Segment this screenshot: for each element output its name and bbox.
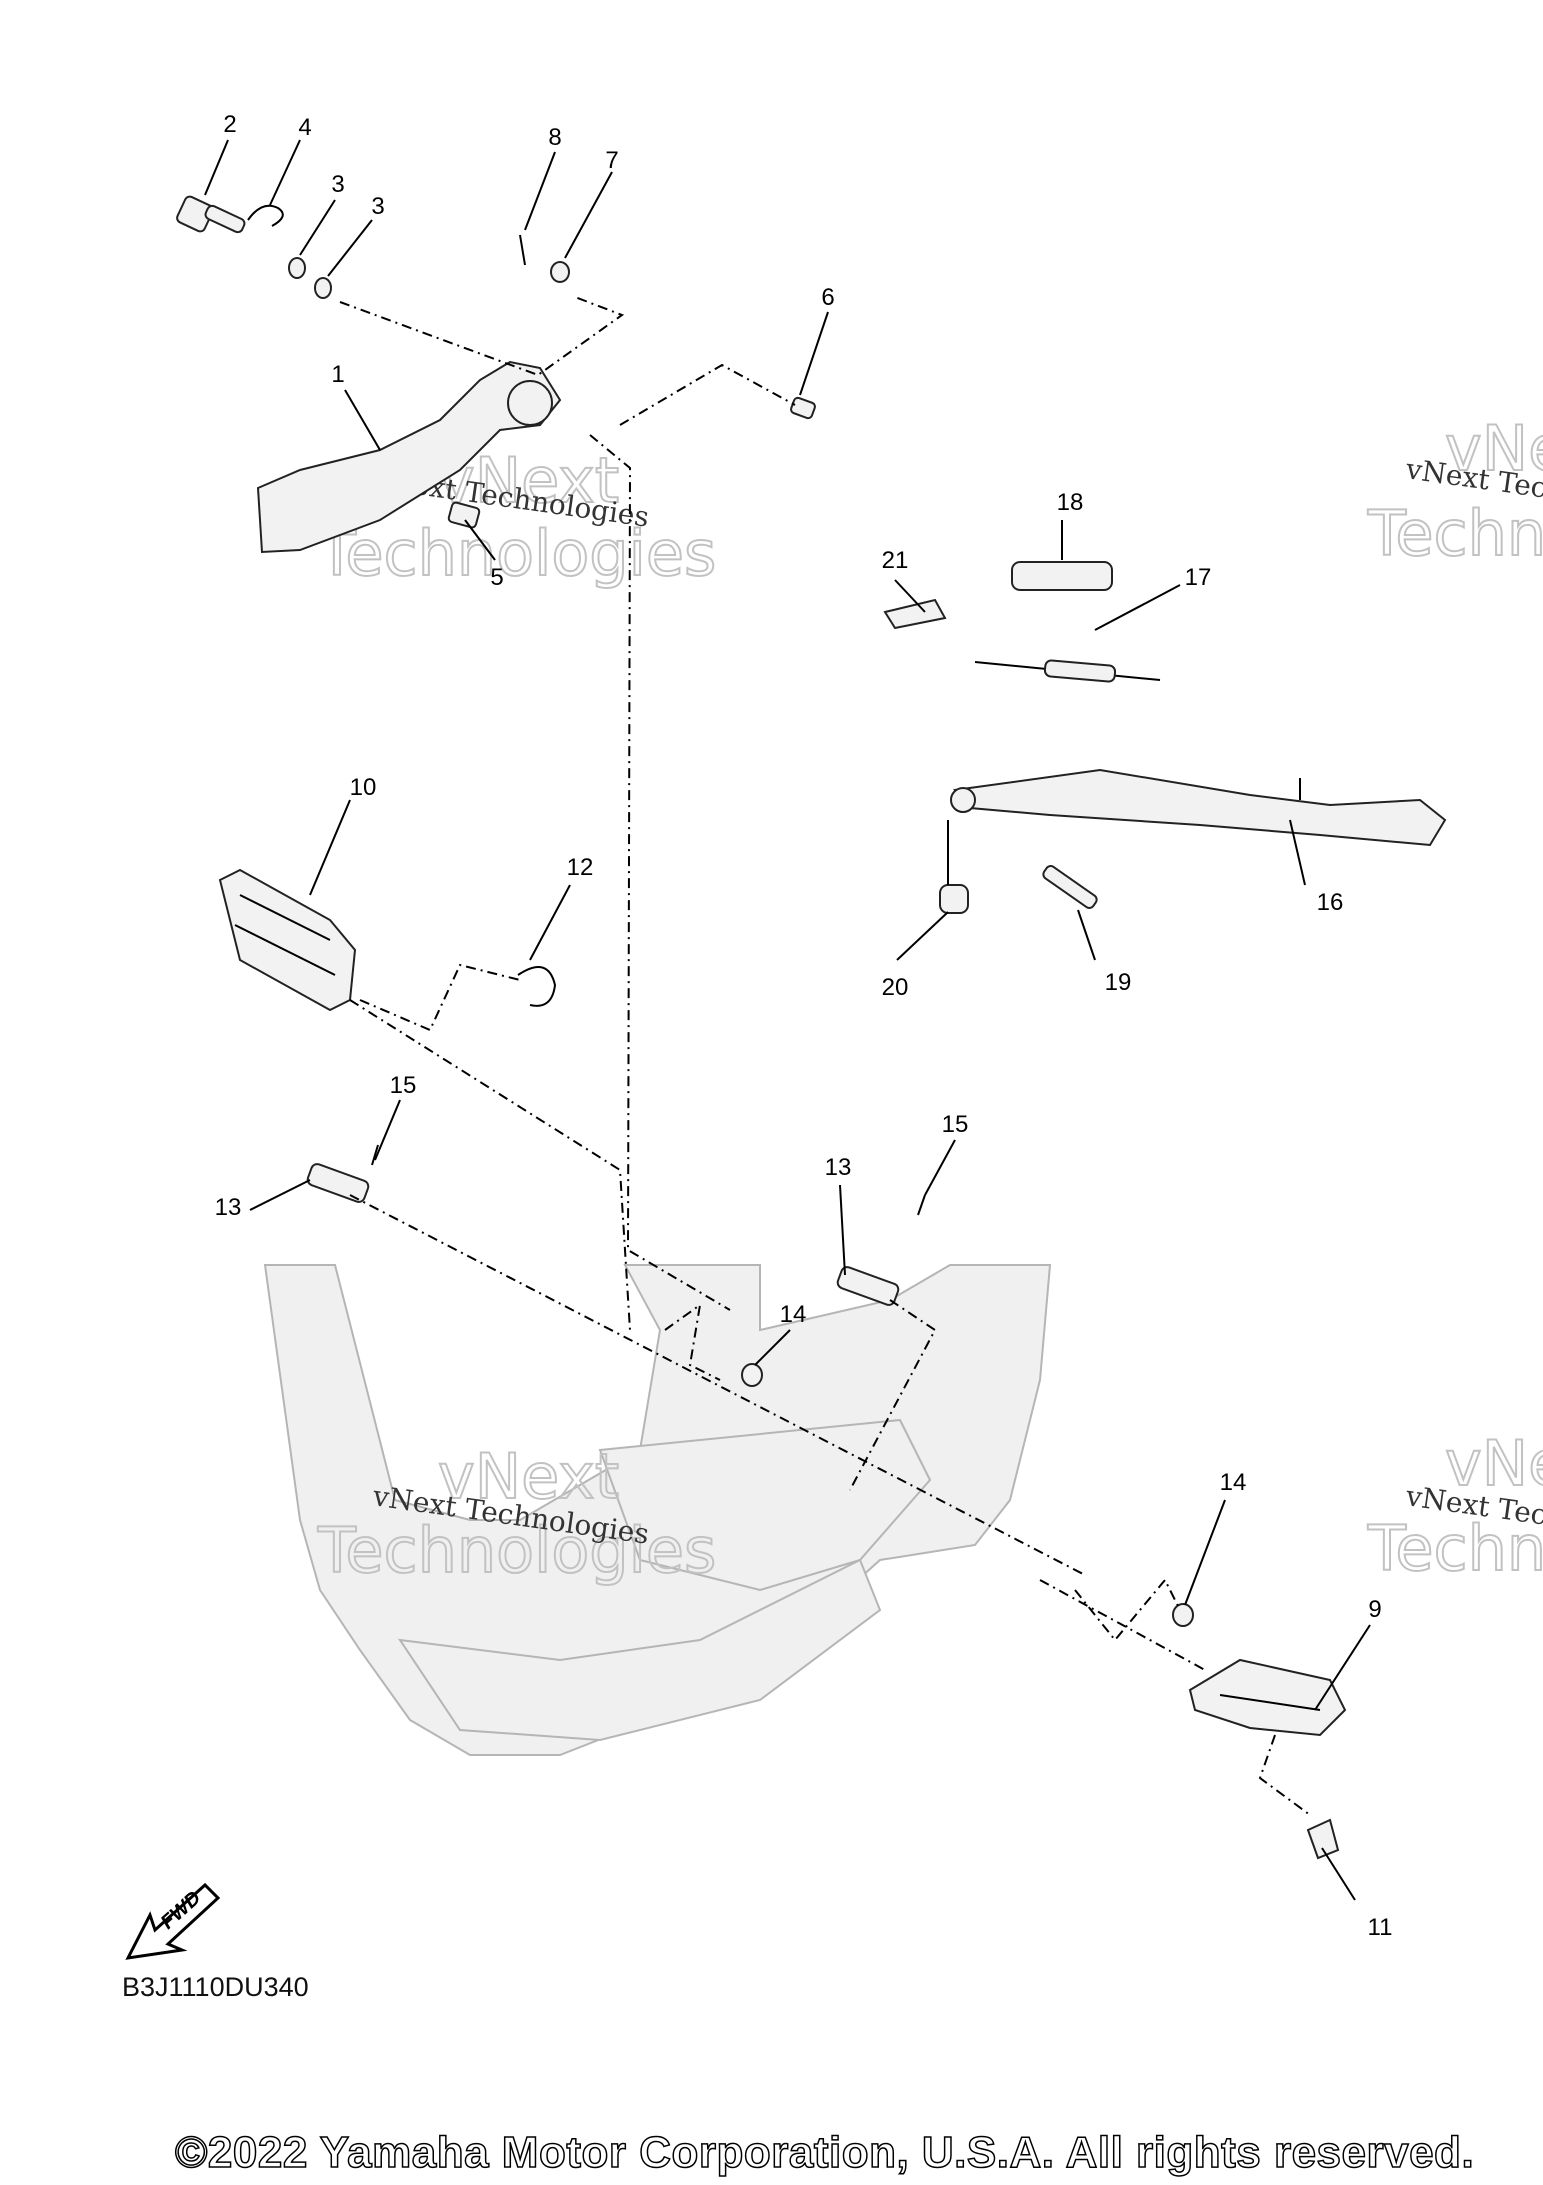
part-14-washer [1172,1603,1194,1627]
callout-18: 18 [1057,489,1084,516]
callout-20: 20 [882,974,909,1001]
part-21-clip [883,598,947,630]
part-5-nut [447,501,481,529]
watermark-big-bottom: Technologies [317,517,716,590]
part-14-washer [741,1363,763,1387]
callout-9: 9 [1368,1596,1381,1623]
watermark-big-bottom: Technologies [317,1514,716,1587]
part-11-spring [1306,1818,1340,1860]
diagram-code: B3J1110DU340 [122,1972,309,2002]
callout-17: 17 [1185,564,1212,591]
part-16-sidestand [950,768,1447,847]
watermark-big-top: vNext [1445,1427,1543,1500]
part-9-footrest-right [1188,1658,1347,1737]
watermark-big-top: vNext [1445,412,1543,485]
callout-15: 15 [942,1111,969,1138]
callout-19: 19 [1105,969,1132,996]
callout-3: 3 [371,193,384,220]
callout-4: 4 [298,114,311,141]
callout-14: 14 [780,1301,807,1328]
callout-8: 8 [548,124,561,151]
callout-7: 7 [605,147,618,174]
callout-13: 13 [825,1154,852,1181]
assembly-lines [339,296,1311,1816]
part-20-collar [939,884,969,914]
part-13-pin [836,1266,900,1306]
callout-12: 12 [567,854,594,881]
part-3-washer [314,277,332,299]
part-17-spring [974,659,1161,683]
part-15-cotter-pin [371,1144,379,1166]
part-2-bolt [176,195,246,234]
callout-21: 21 [882,547,909,574]
watermark-big-top: vNext [438,1440,619,1513]
watermark-big-bottom: Technologies [1367,497,1543,570]
callout-1: 1 [331,361,344,388]
callout-leaders [204,139,1371,1901]
callout-6: 6 [821,284,834,311]
callout-13: 13 [215,1194,242,1221]
watermark: vNext Technologies vNext Technologies vN… [316,411,1543,1588]
part-19-bolt [1042,865,1098,909]
part-12-spring [517,966,557,1007]
callout-3: 3 [331,171,344,198]
callout-15: 15 [390,1072,417,1099]
part-8-cotter-pin [519,234,526,266]
part-1-brake-pedal [256,360,562,554]
callout-numbers: 2 4 3 3 8 7 6 1 5 18 21 17 16 20 19 10 1… [215,111,1393,1941]
callout-16: 16 [1317,889,1344,916]
copyright-notice: ©2022 Yamaha Motor Corporation, U.S.A. A… [174,2127,1475,2178]
part-6-bolt [790,396,816,420]
part-7-washer [550,261,570,283]
callout-2: 2 [223,111,236,138]
callout-10: 10 [350,774,377,801]
watermark-big-bottom: Technologies [1367,1512,1543,1585]
callout-5: 5 [490,564,503,591]
callout-11: 11 [1368,1914,1393,1941]
part-18-sleeve [1011,561,1113,591]
part-10-footrest-left [218,868,357,1012]
part-13-pin [306,1163,370,1203]
part-4-clip [247,204,284,227]
part-3-washer [288,257,306,279]
part-15-cotter-pin [917,1194,926,1216]
fwd-arrow-icon: FWD [125,1882,221,1960]
callout-14: 14 [1220,1469,1247,1496]
frame-illustration [263,1264,1052,1756]
